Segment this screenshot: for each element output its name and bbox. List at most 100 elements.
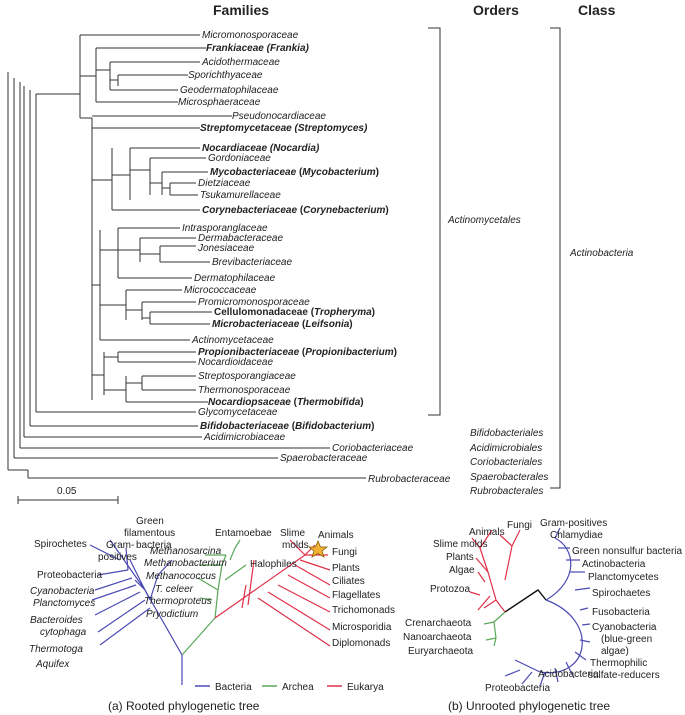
family-label: Dermabacteraceae bbox=[198, 233, 283, 244]
svg-text:Acidothermaceae: Acidothermaceae bbox=[201, 57, 280, 68]
family-label: Sporichthyaceae bbox=[188, 70, 263, 81]
legend-label: Eukarya bbox=[347, 682, 384, 693]
svg-text:Frankiaceae (Frankia): Frankiaceae (Frankia) bbox=[206, 43, 310, 54]
scale-bar: 0.05 bbox=[17, 486, 119, 504]
header-families: Families bbox=[213, 2, 269, 18]
bacteria-label: Aquifex bbox=[35, 659, 70, 670]
unrooted-eukarya-label: Slime molds bbox=[433, 539, 487, 550]
family-genus: Leifsonia bbox=[305, 319, 349, 330]
unrooted-archaea-branches bbox=[483, 611, 506, 647]
unrooted-bacteria-label: sulfate-reducers bbox=[588, 670, 660, 681]
unrooted-bacteria-label: Fusobacteria bbox=[592, 607, 650, 618]
family-label: Thermonosporaceae bbox=[198, 385, 291, 396]
family-label: Bifidobacteriaceae bbox=[200, 421, 289, 432]
family-label: Acidimicrobiaceae bbox=[203, 432, 286, 443]
family-label: Mycobacteriaceae bbox=[210, 167, 297, 178]
unrooted-archaea-label: Crenarchaeota bbox=[405, 618, 472, 629]
svg-text:Nocardiopsaceae (Thermobifida): Nocardiopsaceae (Thermobifida) bbox=[208, 397, 364, 408]
family-label: Micrococcaceae bbox=[184, 285, 257, 296]
eukarya-label: molds bbox=[282, 540, 309, 551]
unrooted-bacteria-label: Spirochaetes bbox=[592, 588, 650, 599]
bacteria-label: Proteobacteria bbox=[37, 570, 102, 581]
svg-text:Glycomycetaceae: Glycomycetaceae bbox=[198, 407, 278, 418]
family-genus: Nocardia bbox=[273, 143, 316, 154]
bacteria-label: Bacteroides bbox=[30, 615, 83, 626]
svg-text:Microbacteriaceae (Leifsonia): Microbacteriaceae (Leifsonia) bbox=[212, 319, 353, 330]
archea-label: Methanococcus bbox=[146, 571, 216, 582]
family-genus: Mycobacterium bbox=[302, 167, 375, 178]
unrooted-bacteria-label: Acidobacteria bbox=[538, 669, 599, 680]
archea-label: Pryodictium bbox=[146, 609, 198, 620]
family-genus: Tropheryma bbox=[314, 307, 372, 318]
archea-label: Entamoebae bbox=[215, 528, 272, 539]
bacteria-label: Planctomyces bbox=[33, 598, 95, 609]
svg-text:Intrasporanglaceae: Intrasporanglaceae bbox=[182, 223, 268, 234]
unrooted-bacteria-branches bbox=[504, 527, 591, 687]
svg-text:Jonesiaceae: Jonesiaceae bbox=[197, 243, 255, 254]
family-label: Streptosporangiaceae bbox=[198, 371, 296, 382]
svg-text:Nocardioidaceae: Nocardioidaceae bbox=[198, 357, 273, 368]
svg-text:Dietziaceae: Dietziaceae bbox=[198, 178, 251, 189]
unrooted-bacteria-label: Proteobacteria bbox=[485, 683, 550, 694]
family-label: Micromonosporaceae bbox=[202, 30, 299, 41]
rooted-legend: Bacteria Archea Eukarya bbox=[195, 682, 384, 693]
family-label: Frankiaceae bbox=[206, 43, 264, 54]
svg-text:Nocardiaceae (Nocardia): Nocardiaceae (Nocardia) bbox=[202, 143, 320, 154]
star-icon bbox=[307, 539, 329, 558]
eukarya-label: Flagellates bbox=[332, 590, 380, 601]
unrooted-bacteria-label: Thermophilic bbox=[590, 658, 647, 669]
svg-text:Bifidobacteriaceae (Bifidobact: Bifidobacteriaceae (Bifidobacterium) bbox=[200, 421, 375, 432]
family-label: Microsphaeraceae bbox=[178, 97, 261, 108]
unrooted-eukarya-label: Animals bbox=[469, 527, 505, 538]
eukarya-branches bbox=[214, 539, 331, 647]
family-genus: Propionibacterium bbox=[305, 347, 393, 358]
family-label: Nocardiaceae bbox=[202, 143, 267, 154]
family-label: Corynebacteriaceae bbox=[202, 205, 297, 216]
family-label: Rubrobacteraceae bbox=[368, 474, 451, 485]
archea-label: Thermoproteus bbox=[144, 596, 212, 607]
svg-text:Promicromonosporaceae: Promicromonosporaceae bbox=[198, 297, 310, 308]
family-label: Pseudonocardiaceae bbox=[232, 111, 326, 122]
family-label: Brevibacteriaceae bbox=[212, 257, 292, 268]
unrooted-bacteria-label: Chlamydiae bbox=[550, 530, 603, 541]
bacteria-label: filamentous bbox=[124, 528, 175, 539]
family-label: Gordoniaceae bbox=[208, 153, 271, 164]
unrooted-bacteria-label: Cyanobacteria bbox=[592, 622, 657, 633]
orders-bracket: Actinomycetales Bifidobacteriales Acidim… bbox=[428, 27, 548, 497]
svg-text:Geodermatophilaceae: Geodermatophilaceae bbox=[180, 85, 279, 96]
bacteria-label: Spirochetes bbox=[34, 539, 87, 550]
legend-label: Archea bbox=[282, 682, 314, 693]
unrooted-bacteria-label: Planctomycetes bbox=[588, 572, 659, 583]
class-bracket: Actinobacteria bbox=[550, 27, 634, 489]
family-genus: Corynebacterium bbox=[303, 205, 385, 216]
unrooted-eukarya-label: Protozoa bbox=[430, 584, 470, 595]
unrooted-eukarya-label: Algae bbox=[449, 565, 475, 576]
family-label: Actinomycetaceae bbox=[191, 335, 274, 346]
family-label: Intrasporanglaceae bbox=[182, 223, 268, 234]
order-label: Coriobacteriales bbox=[470, 457, 542, 468]
svg-text:Microsphaeraceae: Microsphaeraceae bbox=[178, 97, 261, 108]
family-label: Propionibacteriaceae bbox=[198, 347, 300, 358]
order-label: Rubrobacterales bbox=[470, 486, 543, 497]
family-label: Geodermatophilaceae bbox=[180, 85, 279, 96]
central-link bbox=[504, 589, 547, 613]
family-labels: Micromonosporaceae Frankiaceae (Frankia)… bbox=[27, 30, 451, 485]
svg-text:Dermatophilaceae: Dermatophilaceae bbox=[194, 273, 276, 284]
family-label: Spaerobacteraceae bbox=[280, 453, 368, 464]
eukarya-label: Animals bbox=[318, 530, 354, 541]
family-label: Acidothermaceae bbox=[201, 57, 280, 68]
archea-branches bbox=[181, 539, 247, 656]
header-class: Class bbox=[578, 2, 616, 18]
eukarya-label: Slime bbox=[280, 528, 305, 539]
family-label: Nocardioidaceae bbox=[198, 357, 273, 368]
bacteria-label: positives bbox=[98, 552, 137, 563]
svg-text:Brevibacteriaceae: Brevibacteriaceae bbox=[212, 257, 292, 268]
family-genus: Bifidobacterium bbox=[295, 421, 371, 432]
actinobacteria-dendrogram bbox=[7, 34, 330, 471]
svg-text:Micrococcaceae: Micrococcaceae bbox=[184, 285, 257, 296]
svg-text:Thermonosporaceae: Thermonosporaceae bbox=[198, 385, 291, 396]
family-genus: Frankia bbox=[270, 43, 306, 54]
family-label: Nocardiopsaceae bbox=[208, 397, 291, 408]
unrooted-bacteria-label: (blue-green bbox=[601, 634, 652, 645]
